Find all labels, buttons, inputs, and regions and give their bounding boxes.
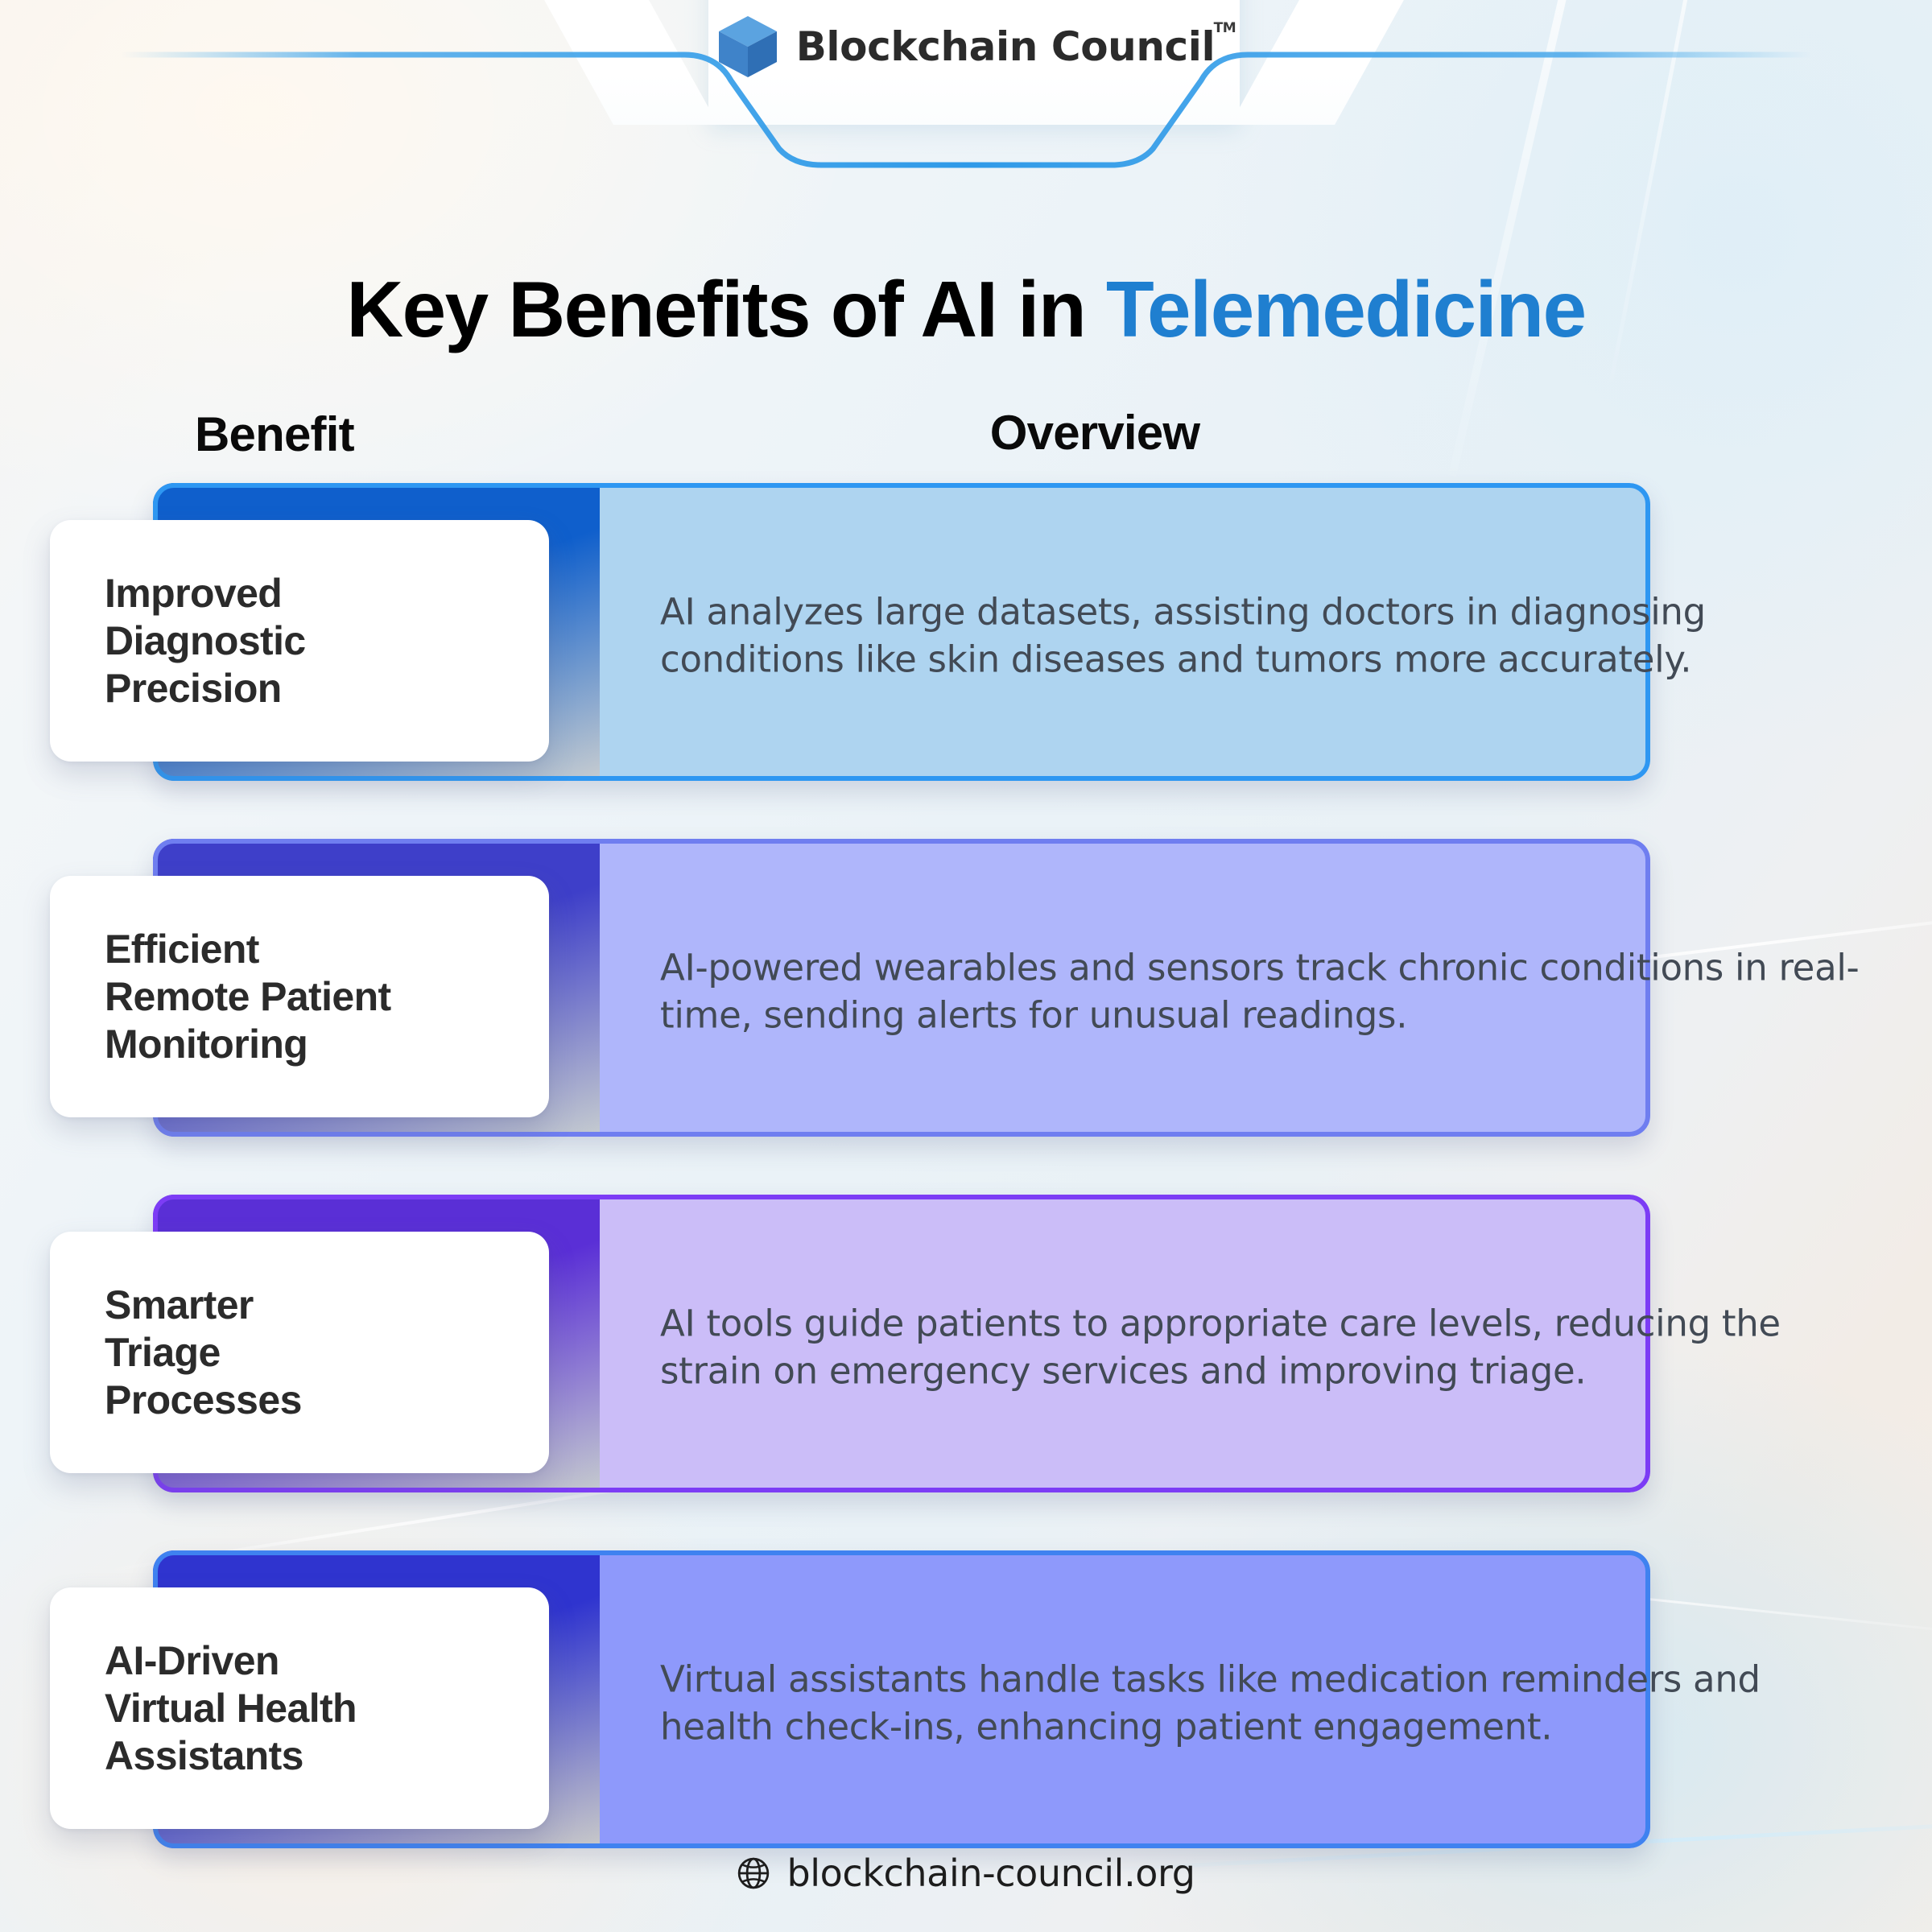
trademark-mark: TM xyxy=(1213,20,1236,36)
cube-icon xyxy=(718,16,777,77)
benefit-card[interactable]: Smarter Triage Processes xyxy=(50,1232,549,1473)
benefit-title: AI-Driven Virtual Health Assistants xyxy=(105,1637,357,1778)
benefit-row: AI-Driven Virtual Health Assistants Virt… xyxy=(0,1550,1932,1856)
footer-url[interactable]: blockchain-council.org xyxy=(786,1852,1195,1895)
page-title-prefix: Key Benefits of AI in xyxy=(346,264,1106,353)
column-header-overview: Overview xyxy=(989,406,1200,460)
benefit-title: Smarter Triage Processes xyxy=(105,1282,302,1422)
benefit-overview: AI analyzes large datasets, assisting do… xyxy=(660,590,1706,681)
globe-icon xyxy=(738,1857,770,1889)
benefit-row: Efficient Remote Patient Monitoring AI-p… xyxy=(0,839,1932,1145)
benefit-card[interactable]: Efficient Remote Patient Monitoring xyxy=(50,876,549,1117)
page-title-accent: Telemedicine xyxy=(1105,264,1587,353)
benefit-card[interactable]: Improved Diagnostic Precision xyxy=(50,520,549,762)
footer: blockchain-council.org xyxy=(0,1852,1932,1895)
benefit-card[interactable]: AI-Driven Virtual Health Assistants xyxy=(50,1587,549,1829)
benefit-title: Efficient Remote Patient Monitoring xyxy=(105,926,391,1067)
column-header-benefit: Benefit xyxy=(195,407,355,461)
benefit-rows: Improved Diagnostic Precision AI analyze… xyxy=(0,483,1932,1906)
brand-name-text: Blockchain Council xyxy=(795,23,1216,70)
benefit-title: Improved Diagnostic Precision xyxy=(105,570,306,711)
benefit-overview: Virtual assistants handle tasks like med… xyxy=(660,1657,1761,1748)
header-decorative-line xyxy=(118,52,1814,168)
page-title: Key Benefits of AI in Telemedicine xyxy=(0,264,1932,355)
header-band: Blockchain Council TM xyxy=(0,0,1932,169)
header-plateau-shape xyxy=(708,0,1240,125)
brand-name: Blockchain Council TM xyxy=(795,20,1236,70)
row-strip-right-panel xyxy=(600,839,1650,1137)
benefit-overview: AI-powered wearables and sensors track c… xyxy=(660,946,1860,1037)
row-strip-right-panel xyxy=(600,1550,1650,1848)
benefit-row: Improved Diagnostic Precision AI analyze… xyxy=(0,483,1932,789)
row-strip-right-panel xyxy=(600,1195,1650,1492)
benefit-row: Smarter Triage Processes AI tools guide … xyxy=(0,1195,1932,1501)
row-strip-right-panel xyxy=(600,483,1650,781)
brand-logo[interactable]: Blockchain Council TM xyxy=(0,14,1932,79)
benefit-overview: AI tools guide patients to appropriate c… xyxy=(660,1302,1781,1393)
